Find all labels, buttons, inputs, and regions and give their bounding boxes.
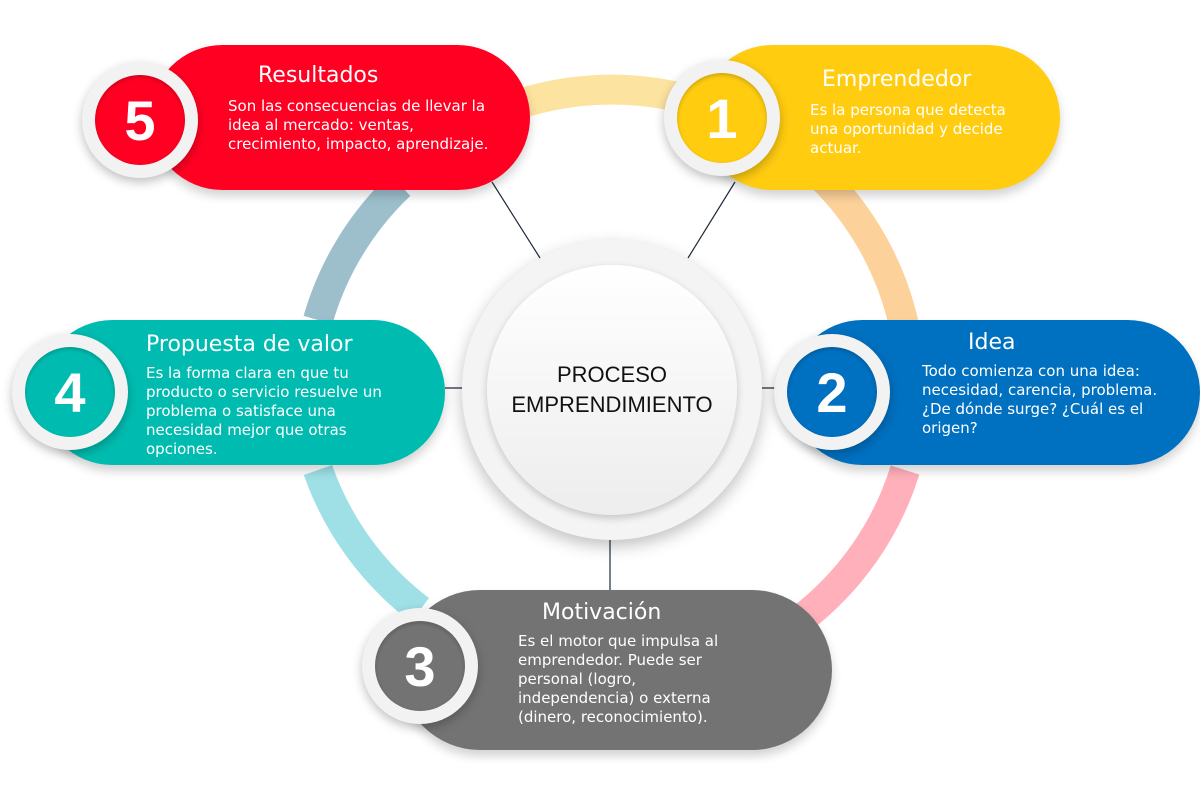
step-1-badge: 1	[664, 60, 780, 176]
step-title: Resultados	[258, 63, 379, 88]
center-line-1: PROCESO	[556, 362, 668, 387]
ring-arc-bottom-left	[303, 464, 430, 622]
step-2-badge: 2	[774, 334, 890, 450]
ring-arc-right-upper	[809, 164, 920, 334]
step-number: 1	[677, 73, 767, 163]
center-circle: PROCESO EMPRENDIMIENTO	[462, 240, 762, 540]
step-5-card: Resultados Son las consecuencias de llev…	[150, 45, 530, 190]
step-title: Idea	[968, 330, 1016, 355]
step-number: 4	[25, 347, 115, 437]
step-description: Todo comienza con una idea: necesidad, c…	[922, 362, 1158, 437]
step-number: 3	[375, 621, 465, 711]
step-description: Son las consecuencias de llevar la idea …	[228, 97, 489, 153]
step-title: Emprendedor	[822, 67, 972, 92]
step-title: Motivación	[542, 600, 662, 625]
ring-arc-right-lower	[790, 465, 920, 632]
center-label: PROCESO EMPRENDIMIENTO	[487, 265, 737, 515]
step-number: 2	[787, 347, 877, 437]
step-5-badge: 5	[82, 62, 198, 178]
step-4-badge: 4	[12, 334, 128, 450]
step-title: Propuesta de valor	[146, 332, 353, 357]
connector-5	[491, 181, 541, 259]
step-3-badge: 3	[362, 608, 478, 724]
step-description: Es el motor que impulsa al emprendedor. …	[518, 632, 719, 726]
step-description: Es la forma clara en que tu producto o s…	[146, 364, 382, 458]
step-1-card: Emprendedor Es la persona que detecta un…	[700, 45, 1060, 190]
step-description: Es la persona que detecta una oportunida…	[810, 101, 1006, 157]
center-line-2: EMPRENDIMIENTO	[511, 392, 713, 417]
connector-1	[687, 181, 736, 259]
step-number: 5	[95, 75, 185, 165]
ring-arc-left-upper	[303, 174, 411, 325]
step-4-card: Propuesta de valor Es la forma clara en …	[40, 320, 445, 465]
